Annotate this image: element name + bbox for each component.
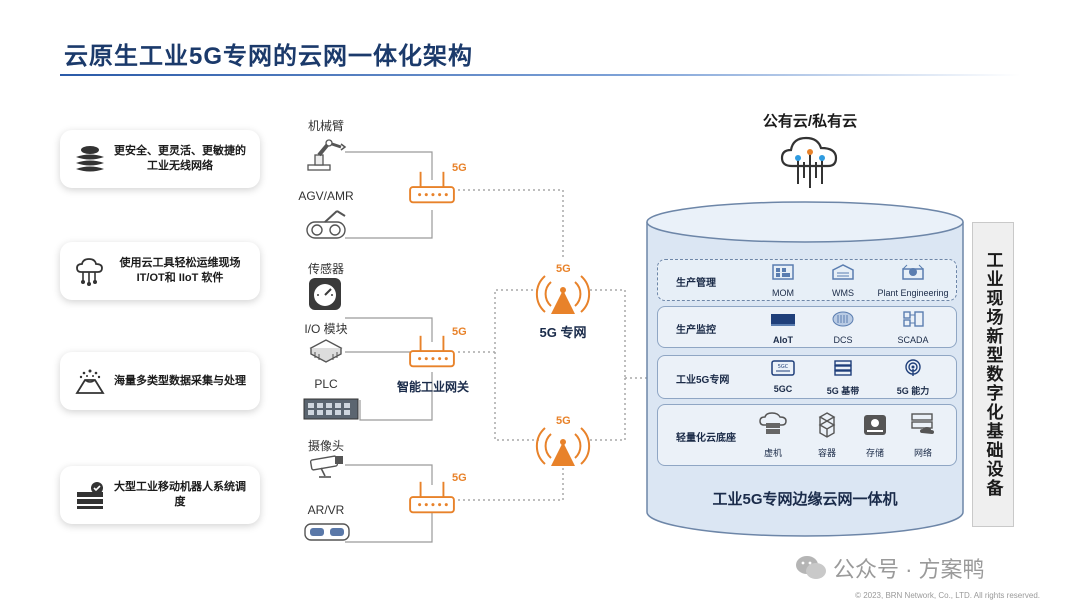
device-label-plc: PLC bbox=[314, 377, 338, 391]
layer-item-label: DCS bbox=[833, 335, 853, 345]
cloud-label: 公有云/私有云 bbox=[762, 113, 858, 130]
tag-5g: 5G bbox=[452, 472, 467, 484]
layer-name: 生产监控 bbox=[676, 325, 716, 336]
plc-icon bbox=[303, 398, 359, 420]
layer-item: 虚机 bbox=[740, 411, 806, 459]
layer-item-label: 网络 bbox=[913, 448, 932, 458]
device-label-robot-arm: 机械臂 bbox=[307, 119, 344, 133]
io-module-icon bbox=[309, 339, 343, 363]
layer-item: 5G 基带 bbox=[808, 359, 878, 397]
device-label-sensor: 传感器 bbox=[307, 262, 344, 276]
network-icon bbox=[911, 413, 934, 434]
layer-item: AIoT bbox=[748, 310, 818, 345]
data-volcano-icon bbox=[70, 361, 110, 401]
cloud-network-icon bbox=[70, 251, 110, 291]
router-icon bbox=[409, 481, 455, 514]
layer-item-label: WMS bbox=[832, 288, 854, 298]
feature-card-cloud-tools: 使用云工具轻松运维现场IT/OT和 IIoT 软件 bbox=[60, 242, 260, 300]
tag-5g: 5G bbox=[556, 263, 571, 275]
watermark-text: 公众号 · 方案鸭 bbox=[833, 557, 985, 582]
layer-production-management: 生产管理 MOM WMS Plant Engineering bbox=[657, 259, 957, 301]
layer-item: 5G 能力 bbox=[878, 359, 948, 397]
base-station-icon bbox=[535, 275, 591, 314]
robot-dispatch-icon bbox=[70, 475, 110, 515]
device-label-agv: AGV/AMR bbox=[298, 189, 354, 203]
gateway-label: 智能工业网关 bbox=[396, 380, 469, 394]
cylinder-label: 工业5G专网边缘云网一体机 bbox=[712, 491, 898, 508]
layer-item: 存储 bbox=[842, 411, 908, 459]
device-label-camera: 摄像头 bbox=[307, 439, 344, 453]
feature-text: 大型工业移动机器人系统调度 bbox=[114, 481, 246, 508]
layers-icon bbox=[70, 139, 110, 179]
dcs-icon bbox=[832, 311, 854, 327]
layer-item: MOM bbox=[748, 263, 818, 298]
layer-name: 工业5G专网 bbox=[676, 375, 730, 386]
tag-5g: 5G bbox=[452, 326, 467, 338]
layer-name: 轻量化云底座 bbox=[676, 433, 736, 444]
layer-name: 生产管理 bbox=[676, 278, 716, 289]
watermark: 公众号 · 方案鸭 bbox=[795, 552, 985, 584]
core-network-icon: 5GC bbox=[771, 360, 795, 376]
baseband-icon bbox=[834, 360, 852, 376]
feature-text: 更安全、更灵活、更敏捷的工业无线网络 bbox=[114, 145, 246, 172]
signal-capability-icon bbox=[905, 359, 921, 376]
layer-item-label: AIoT bbox=[773, 335, 793, 345]
svg-text:5GC: 5GC bbox=[778, 364, 789, 370]
network-label: 5G 专网 bbox=[539, 325, 587, 340]
mom-icon bbox=[772, 264, 794, 280]
router-icon bbox=[409, 171, 455, 204]
vr-headset-icon bbox=[304, 523, 350, 541]
layer-item-label: 容器 bbox=[817, 448, 836, 458]
layer-item-label: 5GC bbox=[773, 384, 793, 394]
layer-5g-network: 工业5G专网 5GC 5GC 5G 基带 5G 能力 bbox=[657, 355, 957, 399]
layer-item: SCADA bbox=[878, 310, 948, 345]
scada-icon bbox=[903, 311, 924, 327]
layer-item-label: MOM bbox=[772, 288, 794, 298]
layer-item-label: Plant Engineering bbox=[877, 288, 949, 298]
layer-item: 网络 bbox=[890, 411, 956, 459]
router-icon bbox=[409, 335, 455, 368]
page-title: 云原生工业5G专网的云网一体化架构 bbox=[64, 43, 474, 70]
layer-item-label: 存储 bbox=[865, 448, 884, 458]
feature-card-data: 海量多类型数据采集与处理 bbox=[60, 352, 260, 410]
layer-production-monitoring: 生产监控 AIoT DCS SCADA bbox=[657, 306, 957, 348]
robot-arm-icon bbox=[307, 139, 347, 171]
layer-item-label: 5G 能力 bbox=[896, 386, 930, 396]
tag-5g: 5G bbox=[452, 162, 467, 174]
layer-cloud-base: 轻量化云底座 虚机 容器 存储 网络 bbox=[657, 404, 957, 466]
copyright: © 2023, BRN Network, Co., LTD. All right… bbox=[855, 591, 1040, 600]
agv-icon bbox=[306, 210, 346, 239]
feature-card-network: 更安全、更灵活、更敏捷的工业无线网络 bbox=[60, 130, 260, 188]
aiot-device-icon bbox=[771, 314, 795, 326]
layer-item: 容器 bbox=[794, 411, 860, 459]
camera-icon bbox=[309, 455, 343, 478]
tag-5g: 5G bbox=[556, 415, 571, 427]
layer-item-label: 虚机 bbox=[763, 448, 782, 458]
wechat-icon bbox=[796, 556, 826, 579]
device-label-io-module: I/O 模块 bbox=[304, 322, 348, 336]
side-label: 工业现场新型数字化基础设备 bbox=[983, 251, 1003, 498]
cloud-icon bbox=[780, 136, 838, 188]
storage-icon bbox=[864, 415, 886, 435]
feature-text: 使用云工具轻松运维现场IT/OT和 IIoT 软件 bbox=[119, 257, 241, 284]
device-label-arvr: AR/VR bbox=[307, 503, 345, 517]
plant-gear-icon bbox=[902, 264, 924, 280]
layer-item: 5GC 5GC bbox=[748, 359, 818, 394]
layer-item: DCS bbox=[808, 310, 878, 345]
base-station-icon bbox=[535, 427, 591, 466]
feature-text: 海量多类型数据采集与处理 bbox=[114, 374, 246, 387]
side-infrastructure-bar: 工业现场新型数字化基础设备 bbox=[972, 222, 1014, 527]
layer-item-label: SCADA bbox=[897, 335, 929, 345]
container-icon bbox=[818, 412, 836, 438]
warehouse-icon bbox=[832, 264, 854, 280]
title-divider bbox=[60, 74, 1020, 76]
vm-icon bbox=[759, 412, 787, 434]
gauge-icon bbox=[309, 278, 341, 310]
layer-item: WMS bbox=[808, 263, 878, 298]
feature-card-robot: 大型工业移动机器人系统调度 bbox=[60, 466, 260, 524]
layer-item: Plant Engineering bbox=[873, 263, 953, 298]
layer-item-label: 5G 基带 bbox=[826, 386, 860, 396]
